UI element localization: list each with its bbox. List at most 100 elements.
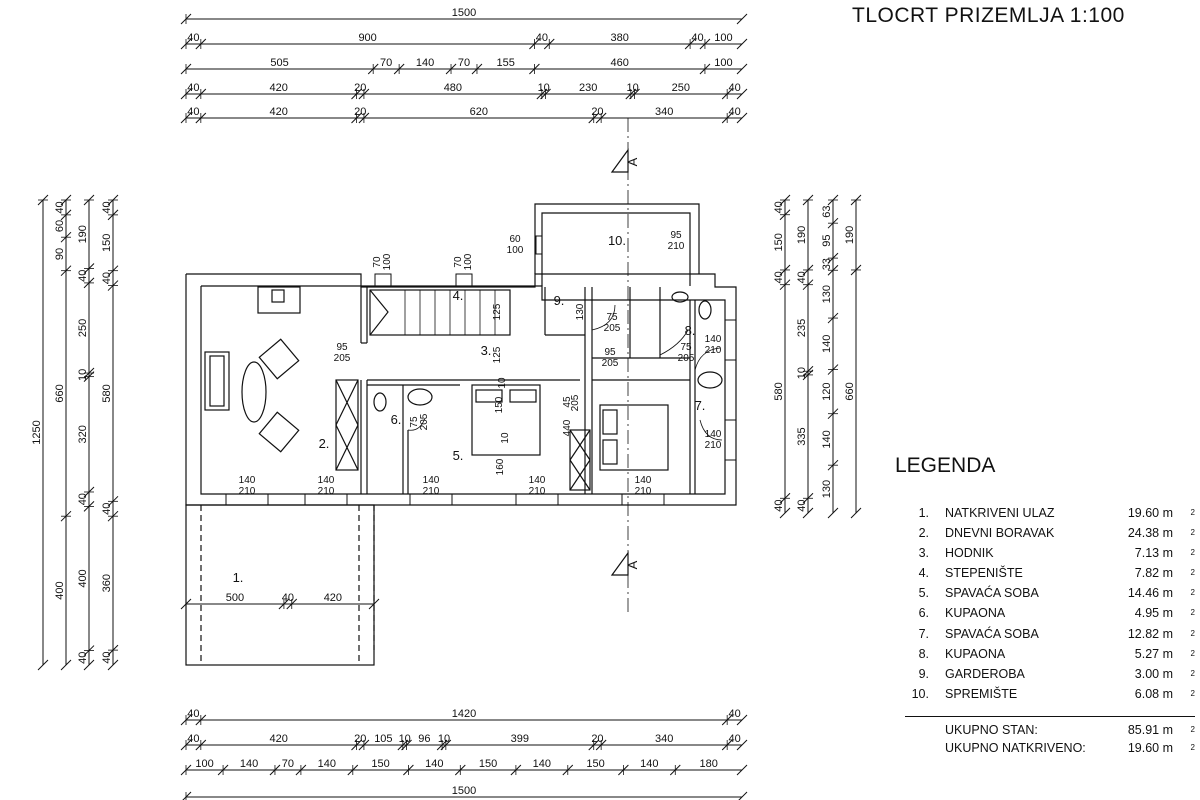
dimension-label: 155 [497,57,515,69]
dimension-label: 420 [269,733,287,745]
room-number: 10. [608,233,626,248]
interior-dimension: 45 [562,396,573,408]
door-swing [591,304,616,331]
dimension-label: 420 [269,106,287,118]
opening-label: 210 [318,486,335,497]
dimension-label: 190 [77,225,89,243]
section-marker: A [625,560,640,569]
dimension-label: 100 [714,57,732,69]
room-number: 2. [319,436,330,451]
dimension-label: 40 [187,32,199,44]
opening-label: 205 [602,358,619,369]
dimension-label: 150 [479,758,497,770]
room-number: 9. [554,293,565,308]
dimension-label: 130 [821,480,833,498]
bed [599,404,669,471]
opening-label: 210 [705,345,722,356]
dimension-label: 190 [796,226,808,244]
dimension-label: 500 [226,592,244,604]
legend-heading: LEGENDA [895,454,996,477]
room-number: 3. [481,343,492,358]
dimension-label: 580 [101,384,113,402]
interior-dimension: 150 [494,396,505,413]
opening-label: 205 [678,353,695,364]
dimension-label: 505 [270,57,288,69]
opening-label: 75 [409,416,420,428]
opening-label: 75 [680,342,692,353]
dimension-label: 40 [101,503,113,515]
dimension-label: 10 [796,367,808,379]
dimension-label: 250 [672,82,690,94]
section-arrow [610,551,629,576]
dimension-label: 380 [611,32,629,44]
dimension-label: 360 [101,574,113,592]
room-number: 1. [233,570,244,585]
dimension-label: 180 [699,758,717,770]
dimension-label: 250 [77,319,89,337]
opening-label: 100 [507,245,524,256]
dimension-label: 40 [773,500,785,512]
dimension-label: 33 [821,258,833,270]
opening-label: 140 [239,475,256,486]
dimension-label: 20 [354,733,366,745]
dimension-label: 140 [533,758,551,770]
dimension-label: 10 [399,733,411,745]
opening-label: 100 [463,253,474,270]
dimension-label: 140 [240,758,258,770]
dimension-label: 40 [187,82,199,94]
facade-windows [225,235,737,506]
opening-label: 210 [635,486,652,497]
dimension-label: 40 [691,32,703,44]
dimension-label: 420 [269,82,287,94]
dimension-label: 460 [611,57,629,69]
dimension-label: 140 [821,430,833,448]
opening-label: 95 [670,230,682,241]
dimension-label: 1500 [452,785,476,797]
storage-wall [534,203,700,274]
dimension-label: 10 [438,733,450,745]
dimension-label: 60 [54,220,66,232]
sofa [204,351,230,411]
opening-label: 100 [382,253,393,270]
armchair [258,338,300,380]
dimension-label: 340 [655,733,673,745]
dimension-label: 140 [318,758,336,770]
dimension-label: 96 [418,733,430,745]
opening-label: 140 [705,429,722,440]
sink [407,388,433,406]
dimension-label: 95 [821,235,833,247]
dimension-label: 20 [354,82,366,94]
opening-label: 205 [334,353,351,364]
dimension-label: 1420 [452,708,476,720]
dimension-label: 20 [354,106,366,118]
dimension-label: 40 [773,201,785,213]
interior-dimension: 10 [497,377,508,389]
toilet [671,291,689,303]
opening-label: 95 [336,342,348,353]
dimension-label: 150 [371,758,389,770]
dimension-label: 335 [796,427,808,445]
opening-label: 210 [529,486,546,497]
dimension-label: 70 [282,758,294,770]
toilet [373,392,387,412]
dimension-label: 1250 [31,420,43,444]
opening-label: 140 [705,334,722,345]
dimension-label: 20 [591,733,603,745]
opening-label: 140 [318,475,335,486]
dimension-label: 230 [579,82,597,94]
room-number: 5. [453,448,464,463]
dimension-label: 420 [324,592,342,604]
drawing-title: TLOCRT PRIZEMLJA 1:100 [852,4,1125,27]
opening-label: 70 [453,256,464,268]
stair-turn [369,289,389,336]
dimension-label: 40 [728,733,740,745]
dimension-label: 320 [77,425,89,443]
room-number: 8. [685,323,696,338]
door-swing [694,347,721,371]
room-number: 7. [695,398,706,413]
